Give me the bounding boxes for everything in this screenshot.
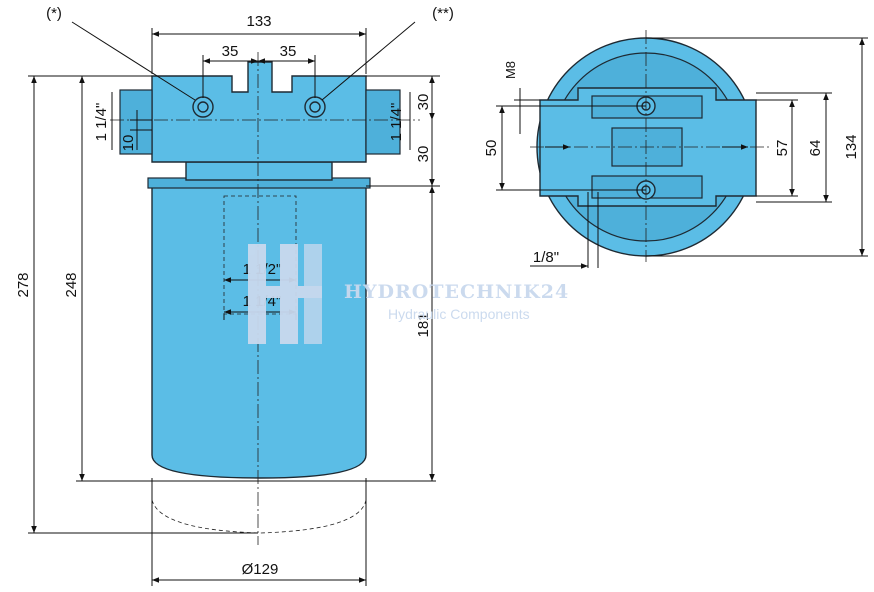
gauge-port-label: 1/8" xyxy=(533,249,559,266)
top-diameter-label: 134 xyxy=(843,134,860,159)
width-57-label: 57 xyxy=(774,140,791,157)
spacing-right-label: 35 xyxy=(280,43,297,60)
width-50-label: 50 xyxy=(483,140,500,157)
watermark-tagline: Hydraulic Components xyxy=(388,306,530,322)
total-height-label: 278 xyxy=(15,272,32,297)
width-dimension-label: 133 xyxy=(246,13,271,30)
port-left-label: 1 1/4" xyxy=(93,103,110,142)
spacing-left-label: 35 xyxy=(222,43,239,60)
diameter-label: Ø129 xyxy=(242,561,279,578)
callout-single: (*) xyxy=(46,5,62,22)
port-bottom-label: 30 xyxy=(415,146,432,163)
watermark-brand: HYDROTECHNIK24 xyxy=(344,281,569,303)
thread-label: M8 xyxy=(503,61,518,79)
width-64-label: 64 xyxy=(807,140,824,157)
offset-label: 10 xyxy=(120,135,137,152)
top-view: 134 64 57 50 M8 1/8" xyxy=(483,30,868,269)
port-right-label: 1 1/4" xyxy=(388,103,405,142)
watermark: HYDROTECHNIK24 Hydraulic Components xyxy=(248,244,569,344)
body-height-label: 248 xyxy=(63,272,80,297)
callout-double: (**) xyxy=(432,5,454,22)
filter-head xyxy=(151,61,367,163)
watermark-logo-icon xyxy=(248,244,322,344)
bowl-height-label: 181 xyxy=(415,312,432,337)
port-top-label: 30 xyxy=(415,94,432,111)
